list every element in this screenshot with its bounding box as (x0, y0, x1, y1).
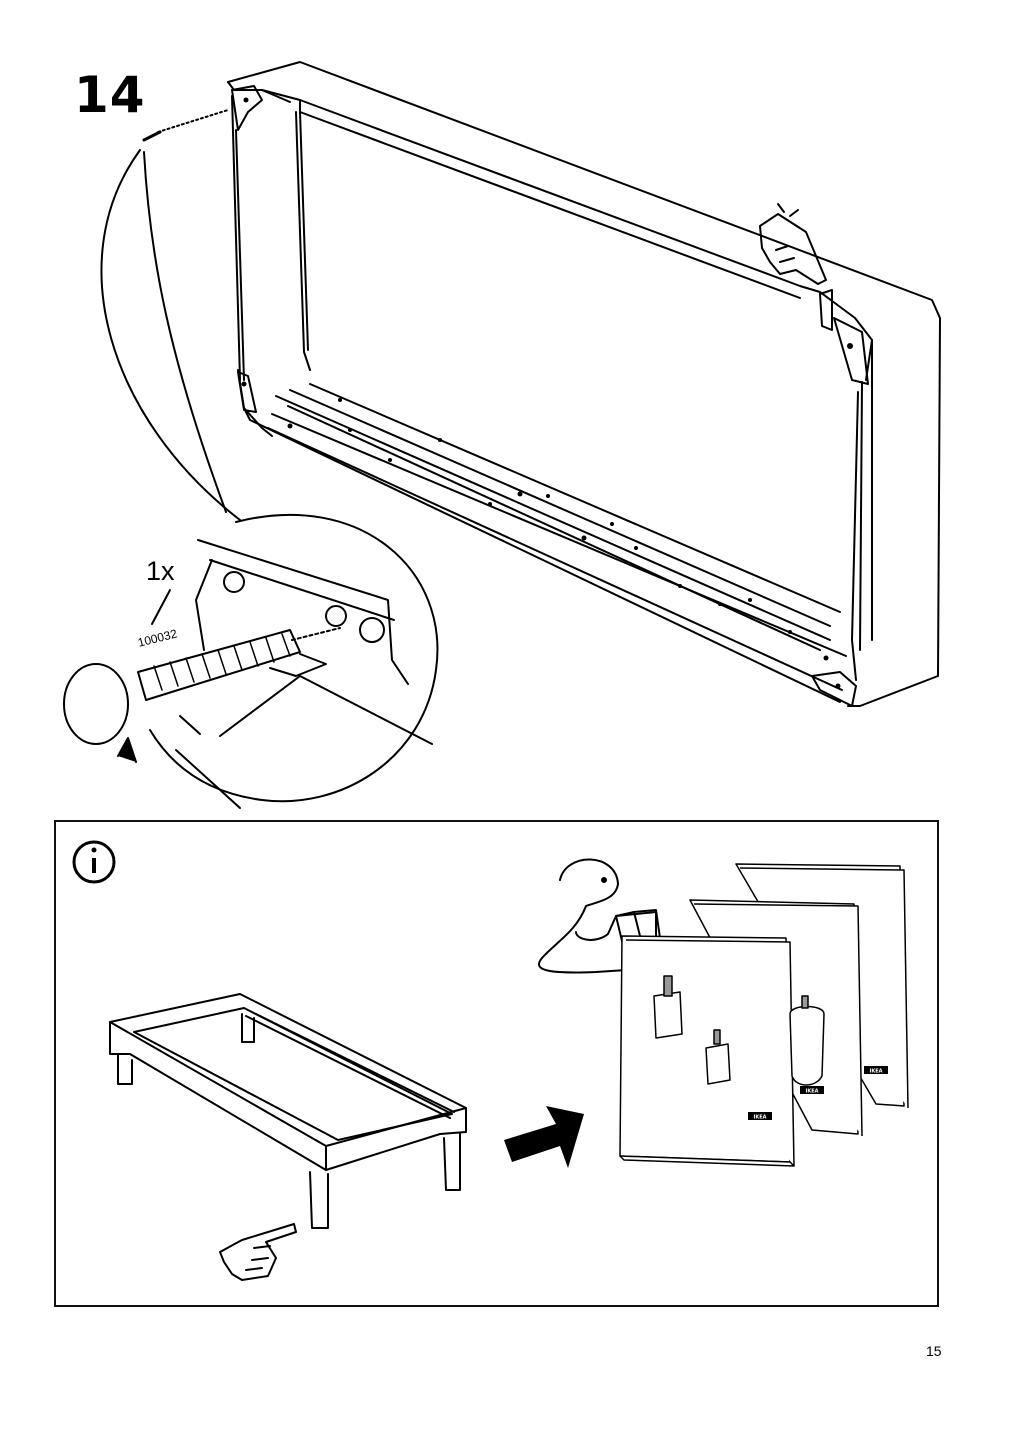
booklet-brand: IKEA (805, 1089, 818, 1095)
quantity-label: 1x (146, 556, 175, 586)
step-number: 14 (74, 66, 146, 124)
bed-base-frame (109, 993, 467, 1229)
info-illustration: IKEA IKEA IKEA (72, 840, 909, 1281)
info-box: IKEA IKEA IKEA (54, 820, 939, 1307)
info-icon (72, 840, 116, 884)
headboard-frame-illustration (63, 61, 941, 809)
booklet-brand: IKEA (753, 1115, 766, 1121)
page-number: 15 (926, 1343, 942, 1359)
assembly-booklets (619, 863, 909, 1167)
booklet-brand: IKEA (869, 1069, 882, 1075)
pointing-hand-icon (219, 1223, 297, 1281)
arrow-right-icon (504, 1106, 584, 1168)
